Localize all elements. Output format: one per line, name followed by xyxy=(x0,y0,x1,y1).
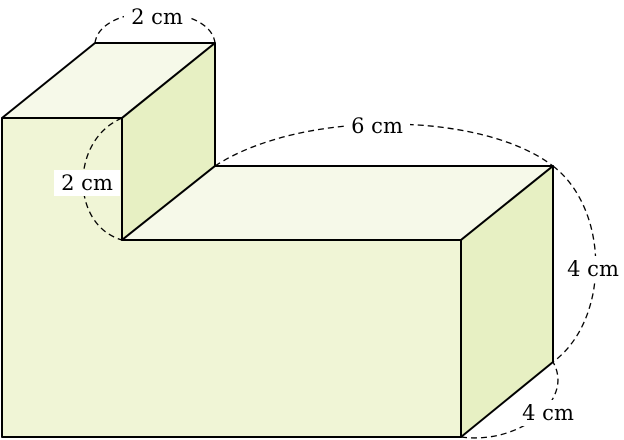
top-width-label: 2 cm xyxy=(131,5,183,29)
depth-label: 4 cm xyxy=(522,401,574,425)
right-height-label: 4 cm xyxy=(567,257,619,281)
upper-height-label: 2 cm xyxy=(61,171,113,195)
prism-faces xyxy=(1,42,554,438)
length-label: 6 cm xyxy=(351,114,403,138)
dimension-labels: 2 cm 2 cm 6 cm 4 cm 4 cm xyxy=(54,4,624,426)
